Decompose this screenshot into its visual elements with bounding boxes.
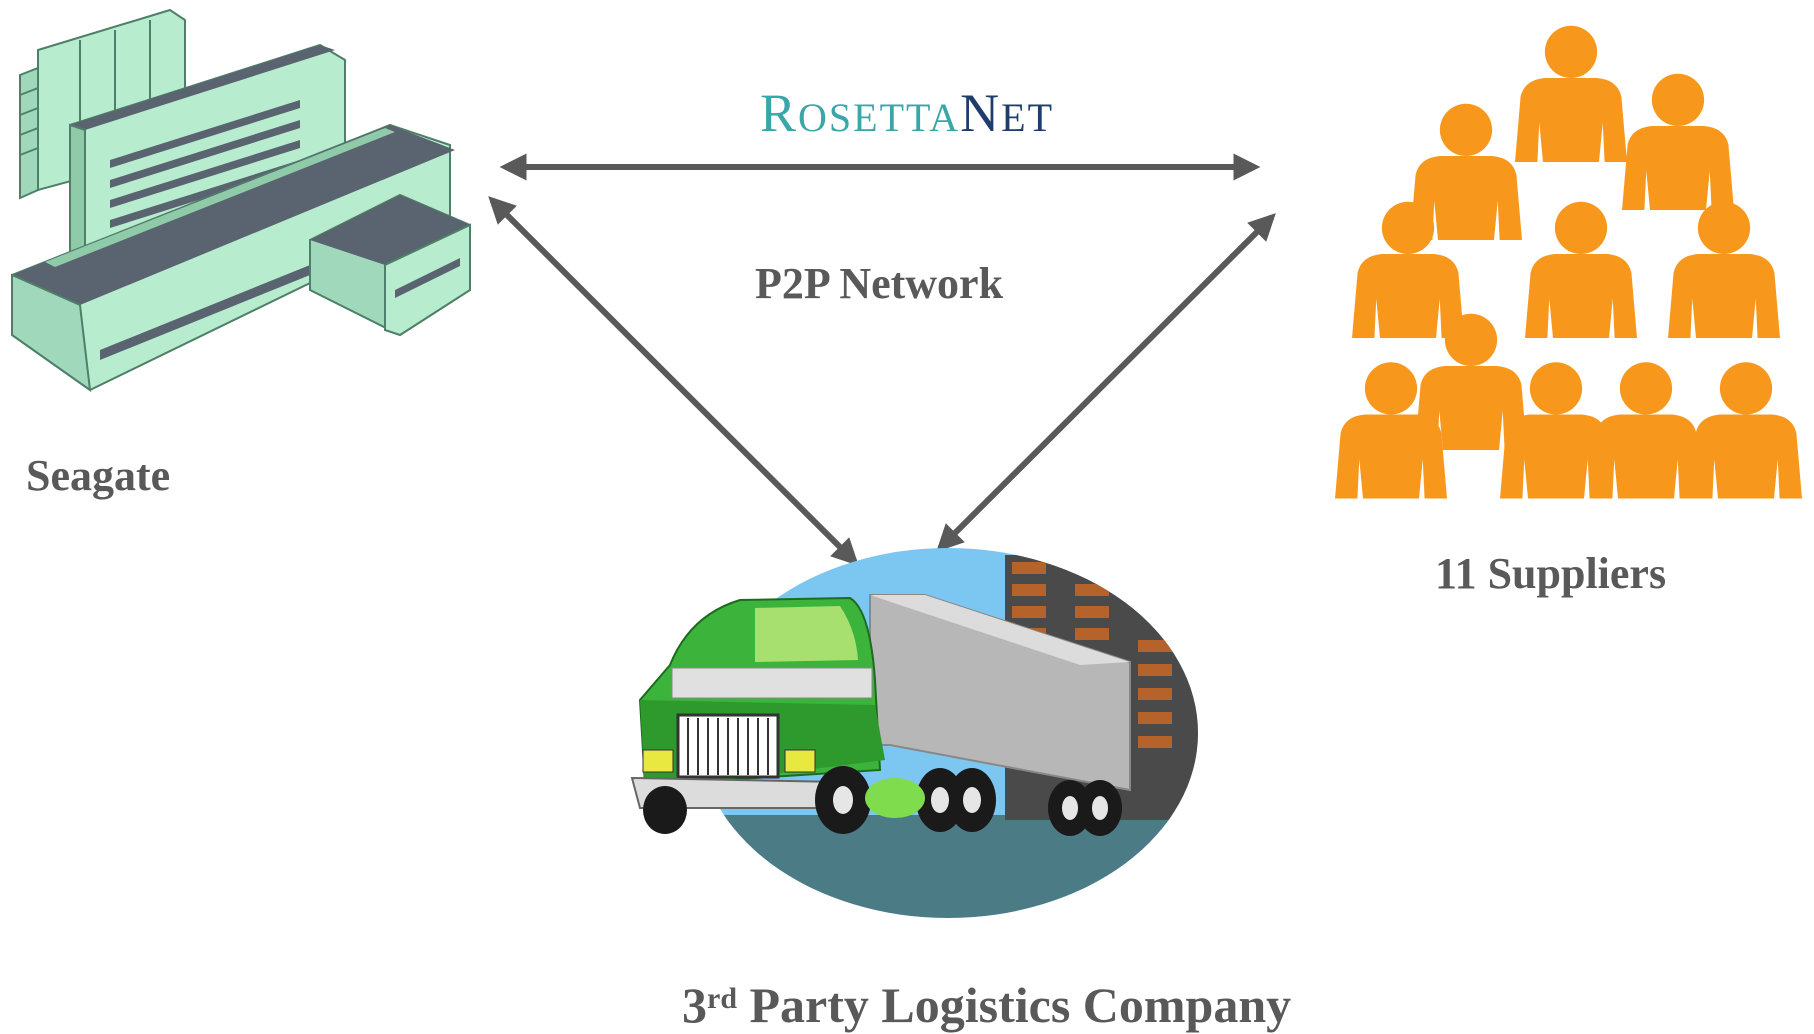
- arrow-left-diagonal: [488, 196, 859, 566]
- logistics-ordinal-number: 3: [682, 977, 707, 1033]
- building-icon: [11, 8, 471, 393]
- logo-letters-et: ET: [1001, 95, 1055, 140]
- suppliers-label: 11 Suppliers: [1435, 549, 1667, 598]
- logistics-ordinal-suffix: rd: [707, 982, 737, 1015]
- truck-icon: [630, 548, 1198, 918]
- rosettanet-logo: ROSETTANET: [760, 82, 1054, 144]
- logo-letter-n: N: [960, 83, 1002, 143]
- seagate-label: Seagate: [26, 451, 171, 500]
- suppliers-people-icon: [1335, 25, 1802, 499]
- logistics-company-label: 3rd Party Logistics Company: [682, 976, 1291, 1034]
- arrow-right-diagonal: [936, 213, 1276, 552]
- logo-letters-setta: SETTA: [828, 95, 961, 140]
- p2p-network-label: P2P Network: [755, 259, 1004, 308]
- logistics-label-text: Party Logistics Company: [737, 977, 1292, 1033]
- logo-letter-r: R: [760, 83, 799, 143]
- logo-letter-o: O: [798, 95, 829, 140]
